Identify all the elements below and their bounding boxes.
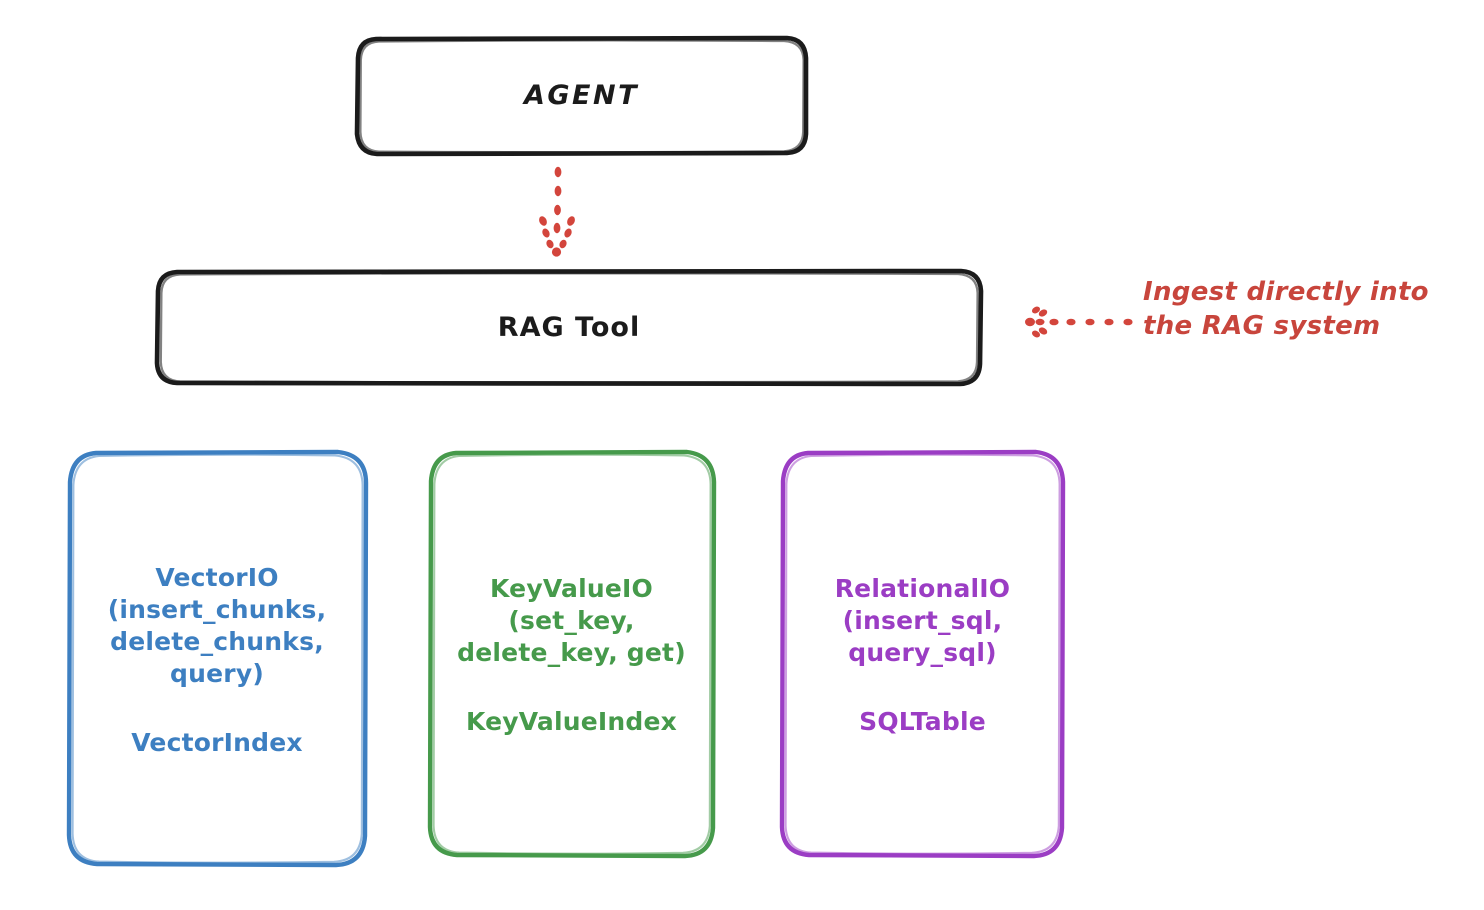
node-vector-io[interactable]: VectorIO (insert_chunks, delete_chunks, …: [68, 452, 366, 866]
node-key-value-io[interactable]: KeyValueIO (set_key, delete_key, get) Ke…: [429, 452, 714, 856]
node-rag-tool[interactable]: RAG Tool: [157, 271, 981, 385]
vector-io-box-outline: [66, 449, 369, 868]
node-agent-label: AGENT: [523, 79, 639, 111]
relational-io-box-outline: [779, 449, 1066, 859]
rag-tool-box-outline: [154, 268, 984, 387]
node-vector-io-index-label: VectorIndex: [131, 727, 303, 757]
connector-agent-to-rag-tool-icon: [539, 166, 575, 257]
connector-ingest-to-rag-tool-icon: [1025, 306, 1133, 338]
node-relational-io[interactable]: RelationalIO (insert_sql, query_sql) SQL…: [782, 452, 1063, 856]
node-key-value-io-api-label: KeyValueIO (set_key, delete_key, get): [457, 573, 686, 667]
node-vector-io-api-label: VectorIO (insert_chunks, delete_chunks, …: [107, 562, 327, 688]
node-relational-io-index-label: SQLTable: [859, 706, 986, 736]
annotation-ingest-directly: Ingest directly into the RAG system: [1143, 277, 1429, 342]
node-agent[interactable]: AGENT: [357, 38, 806, 154]
node-key-value-io-index-label: KeyValueIndex: [465, 706, 678, 736]
key-value-io-box-outline: [427, 449, 717, 859]
node-relational-io-api-label: RelationalIO (insert_sql, query_sql): [834, 573, 1011, 667]
agent-box-outline: [354, 35, 809, 157]
node-rag-tool-label: RAG Tool: [497, 311, 641, 343]
